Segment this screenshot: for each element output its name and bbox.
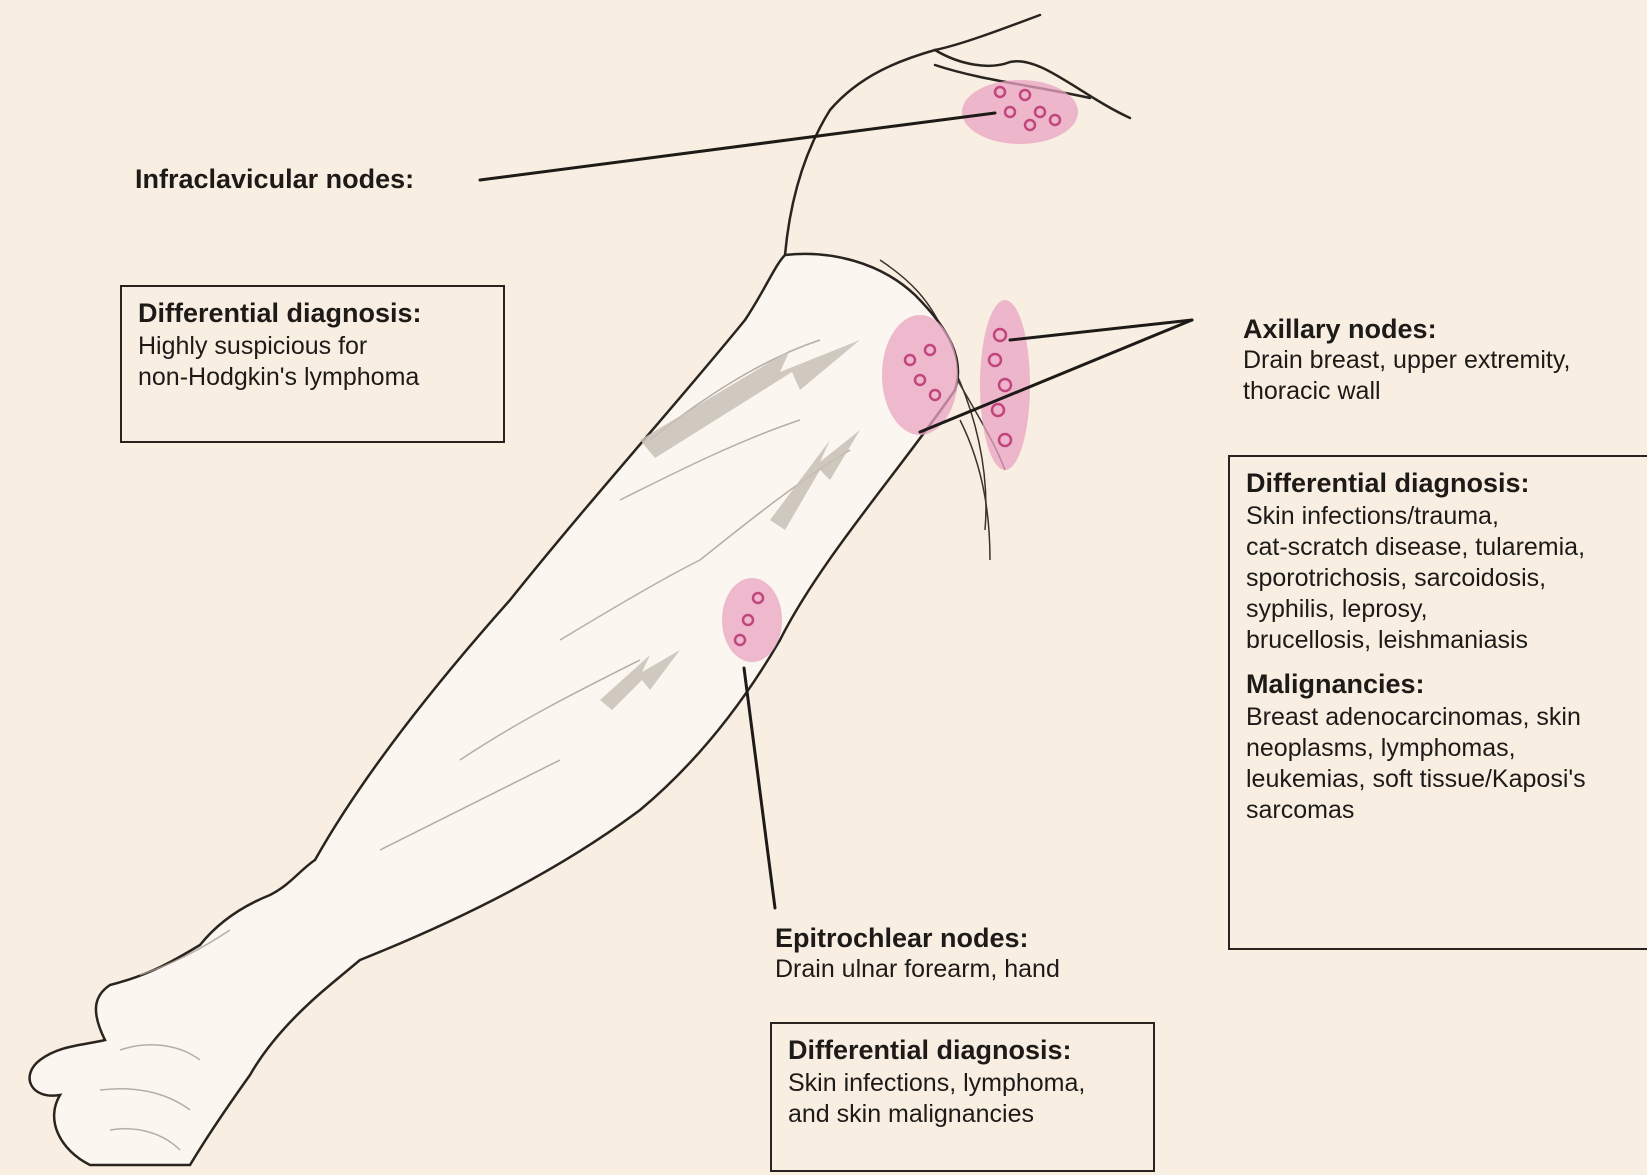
malignancies-line-4: sarcomas — [1246, 795, 1633, 826]
malignancies-line-1: Breast adenocarcinomas, skin — [1246, 702, 1633, 733]
axillary-differential-box: Differential diagnosis: Skin infections/… — [1228, 455, 1647, 950]
infraclavicular-box-line-1: Highly suspicious for — [138, 331, 489, 362]
infraclavicular-differential-box: Differential diagnosis: Highly suspiciou… — [120, 285, 505, 443]
malignancies-heading: Malignancies: — [1246, 668, 1633, 700]
axillary-text-block: Axillary nodes: Drain breast, upper extr… — [1243, 313, 1570, 407]
epitrochlear-differential-box: Differential diagnosis: Skin infections,… — [770, 1022, 1155, 1172]
infraclavicular-box-heading: Differential diagnosis: — [138, 297, 489, 329]
epitrochlear-text-block: Epitrochlear nodes: Drain ulnar forearm,… — [775, 922, 1060, 985]
axillary-box-line-5: brucellosis, leishmaniasis — [1246, 625, 1633, 656]
axillary-line-2: thoracic wall — [1243, 376, 1570, 407]
axillary-box-line-2: cat-scratch disease, tularemia, — [1246, 532, 1633, 563]
axillary-box-line-1: Skin infections/trauma, — [1246, 501, 1633, 532]
axillary-box-heading: Differential diagnosis: — [1246, 467, 1633, 499]
malignancies-line-2: neoplasms, lymphomas, — [1246, 733, 1633, 764]
epitrochlear-box-line-1: Skin infections, lymphoma, — [788, 1068, 1139, 1099]
axillary-box-line-4: syphilis, leprosy, — [1246, 594, 1633, 625]
malignancies-line-3: leukemias, soft tissue/Kaposi's — [1246, 764, 1633, 795]
infraclavicular-nodes-label: Infraclavicular nodes: — [135, 163, 414, 195]
epitrochlear-box-heading: Differential diagnosis: — [788, 1034, 1139, 1066]
axillary-nodes-label: Axillary nodes: — [1243, 313, 1570, 345]
epitrochlear-node-cluster — [722, 578, 782, 662]
infraclavicular-node-cluster — [962, 80, 1078, 144]
epitrochlear-line-1: Drain ulnar forearm, hand — [775, 954, 1060, 985]
infraclavicular-box-line-2: non-Hodgkin's lymphoma — [138, 362, 489, 393]
axillary-box-line-3: sporotrichosis, sarcoidosis, — [1246, 563, 1633, 594]
epitrochlear-box-line-2: and skin malignancies — [788, 1099, 1139, 1130]
epitrochlear-nodes-label: Epitrochlear nodes: — [775, 922, 1060, 954]
axillary-line-1: Drain breast, upper extremity, — [1243, 345, 1570, 376]
